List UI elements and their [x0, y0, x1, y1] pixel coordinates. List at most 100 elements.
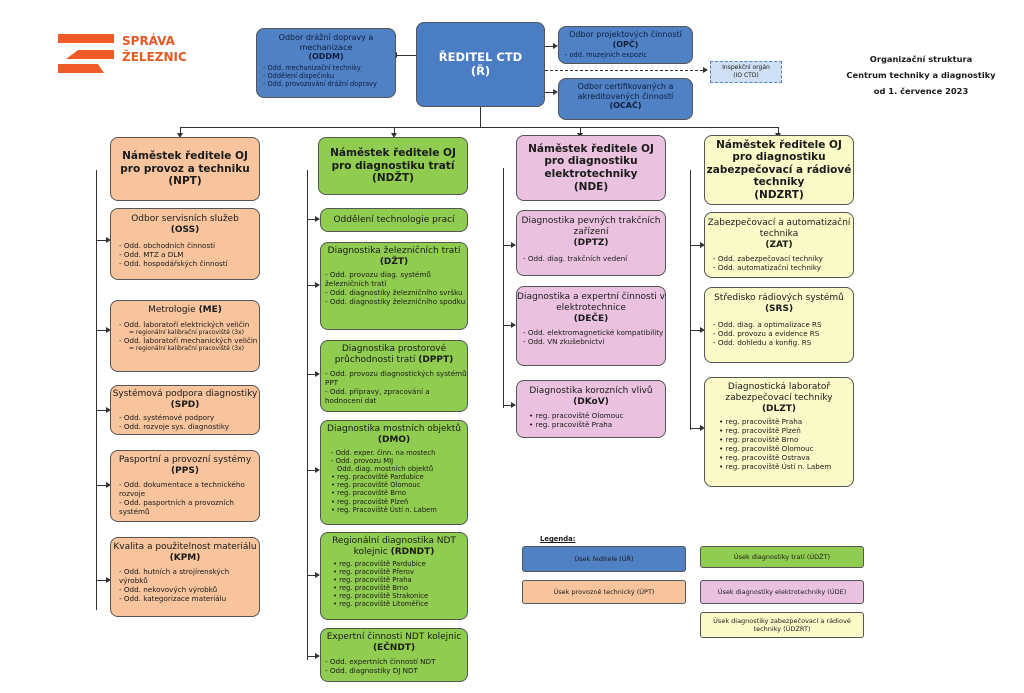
heading-line3: od 1. července 2023 — [873, 85, 969, 96]
list-item: - Odd. provozu a evidence RS — [713, 328, 820, 338]
box-ecndt: Expertní činnosti NDT kolejnic (EČNDT) -… — [320, 628, 468, 682]
list-item: - Odd. provozu diag. systémů železničníc… — [325, 269, 431, 288]
list-item: - Odd. VN zkušebnictví — [523, 337, 605, 347]
arrow-right-icon — [553, 43, 558, 49]
unit-code: (ZAT) — [765, 239, 793, 250]
list-item: • reg. pracoviště Brno — [331, 489, 407, 498]
dashed-connector — [545, 70, 703, 71]
box-dptz: Diagnostika pevných trakčních zařízení(D… — [516, 210, 666, 276]
inspect-line2: (IO CTD) — [733, 71, 759, 79]
unit-code: (DKoV) — [573, 396, 609, 407]
legend-item-ude: Úsek diagnostiky elektrotechniky (ÚDE) — [700, 580, 864, 604]
box-srs: Středisko rádiových systémů(SRS) - Odd. … — [704, 287, 854, 363]
list-item: - odd. muzejních expozic — [565, 51, 647, 60]
list-item: - Odd. dohledu a konfig. RS — [713, 337, 812, 347]
unit-code: (EČNDT) — [372, 642, 416, 653]
npt-head-title: Náměstek ředitele OJ pro provoz a techni… — [120, 150, 250, 175]
unit-title: Pasportní a provozní systémy — [118, 455, 252, 465]
list-item: - Odd. hospodářských činností — [119, 258, 228, 268]
list-item: - Odd. exper. činn. na mostech — [331, 448, 436, 457]
connector — [545, 46, 555, 47]
box-npt-head: Náměstek ředitele OJ pro provoz a techni… — [110, 137, 260, 201]
list-item: • reg. pracoviště Přerov — [333, 567, 414, 576]
list-item: - Odd. systémové podpory — [119, 412, 215, 422]
connector — [580, 127, 581, 135]
ndzt-head-code: (NDŽT) — [372, 172, 414, 185]
rail-nde — [503, 168, 504, 408]
unit-code: (ME) — [198, 305, 222, 315]
legend-item-udzt: Úsek diagnostiky tratí (ÚDŽT) — [700, 546, 864, 568]
list-item: - Odd. expertních činností NDT — [325, 656, 436, 666]
list-item: - Odd. dokumentace a technického rozvoje — [119, 479, 245, 498]
list-item: - Odd. nekovových výrobků — [119, 584, 218, 594]
unit-title: Diagnostika pevných trakčních zařízení — [521, 216, 661, 237]
logo-line1: SPRÁVA — [122, 34, 175, 48]
inspect-line1: Inspekční orgán — [722, 64, 770, 71]
box-zat: Zabezpečovací a automatizační technika(Z… — [704, 212, 854, 278]
list-item: Odd. diag. mostních objektů — [337, 464, 434, 473]
list-item: • reg. Pracoviště Ústí n. Labem — [331, 505, 437, 514]
box-dece: Diagnostika a expertní činnosti v elektr… — [516, 286, 666, 366]
ocac-code: (OCAČ) — [609, 101, 642, 111]
box-technology: Oddělení technologie prací — [320, 208, 468, 232]
list-item: - Odd. laboratoří mechanických veličin — [119, 336, 258, 346]
legend-label: Úsek diagnostiky zabezpečovací a rádiové… — [713, 617, 851, 633]
list-item: • reg. pracoviště Olomouc — [529, 410, 624, 420]
list-item: • reg. pracoviště Ústí n. Labem — [719, 462, 832, 472]
legend-label: Úsek diagnostiky elektrotechniky (ÚDE) — [717, 588, 847, 596]
list-item: - Odd. diagnostiky železničního spodku — [325, 296, 466, 306]
box-dzt: Diagnostika železničních tratí(DŽT) - Od… — [320, 242, 468, 330]
org-heading: Organizační struktura Centrum techniky a… — [826, 52, 1016, 99]
unit-code: (SPD) — [170, 399, 200, 410]
connector — [396, 55, 416, 56]
unit-code: (SRS) — [764, 303, 794, 314]
logo-line2: ŽELEZNIC — [122, 50, 187, 64]
box-rdndt: Regionální diagnostika NDT kolejnic (RDN… — [320, 532, 468, 620]
list-item: - Odd. diag. a optimalizace RS — [713, 319, 822, 329]
arrow-down-icon — [391, 133, 397, 138]
list-item: - Odd. automatizační techniky — [713, 263, 822, 273]
connector — [180, 127, 181, 135]
list-item: - Odd. hutních a strojírenských výrobků — [119, 566, 230, 585]
connector — [394, 127, 395, 135]
unit-title: Kvalita a použitelnost materiálu — [113, 542, 257, 552]
list-item: - Odd. provozu MIJ — [331, 456, 394, 465]
list-item: • reg. pracoviště Praha — [333, 575, 412, 584]
box-dlzt: Diagnostická laboratoř zabezpečovací tec… — [704, 377, 854, 487]
list-item: • reg. pracoviště Plzeň — [331, 497, 409, 506]
opc-code: (OPČ) — [612, 39, 639, 49]
list-item: • reg. pracoviště Brno — [333, 584, 409, 593]
unit-code: (OSS) — [170, 224, 200, 235]
legend-item-ur: Úsek ředitele (ÚŘ) — [522, 546, 686, 572]
unit-title: Diagnostika korozních vlivů — [529, 386, 653, 396]
box-dmo: Diagnostika mostních objektů (DMO) - Odd… — [320, 420, 468, 525]
ndzrt-head-code: (NDZRT) — [754, 188, 804, 201]
ndzrt-head-title: Náměstek ředitele OJ pro diagnostiku zab… — [706, 138, 852, 189]
legend-label: Úsek ředitele (ÚŘ) — [574, 555, 634, 563]
list-item: - Odd. diag. trakčních vedení — [523, 254, 628, 264]
list-item: • reg. pracoviště Ostrava — [719, 453, 810, 463]
unit-title: Expertní činnosti NDT kolejnic — [326, 632, 462, 642]
npt-head-code: (NPT) — [168, 175, 202, 188]
legend-item-udzrt: Úsek diagnostiky zabezpečovací a rádiové… — [700, 612, 864, 638]
unit-title: Regionální diagnostika NDT kolejnic — [332, 536, 456, 557]
unit-code: (DPTZ) — [573, 237, 609, 248]
list-item: • reg. pracoviště Olomouc — [331, 481, 421, 490]
arrow-down-icon — [177, 133, 183, 138]
oddm-title: Odbor drážní dopravy a mechanizace — [278, 33, 374, 52]
opc-title: Odbor projektových činností — [569, 30, 682, 39]
unit-code: (DPPT) — [418, 354, 454, 365]
list-item: - Odd. přípravy, zpracování a hodnocení … — [325, 386, 430, 405]
unit-title: Diagnostika mostních objektů — [327, 424, 461, 434]
list-item: - Odd. pasportních a provozních systémů — [119, 497, 234, 516]
list-item: - Odd. provozu diagnostických systémů PP… — [325, 368, 467, 387]
list-item: - Odd. diagnostiky železničního svršku — [325, 287, 463, 297]
list-item: • reg. pracoviště Brno — [719, 435, 799, 445]
unit-code: (PPS) — [171, 465, 199, 476]
list-item: - Odd. rozvoje sys. diagnostiky — [119, 421, 230, 431]
box-kpm: Kvalita a použitelnost materiálu(KPM) - … — [110, 537, 260, 617]
list-item: • reg. pracoviště Praha — [529, 419, 613, 429]
nde-head-code: (NDE) — [573, 180, 609, 193]
oddm-code: (ODDM) — [308, 52, 344, 62]
unit-title: Diagnostika železničních tratí — [327, 246, 461, 256]
